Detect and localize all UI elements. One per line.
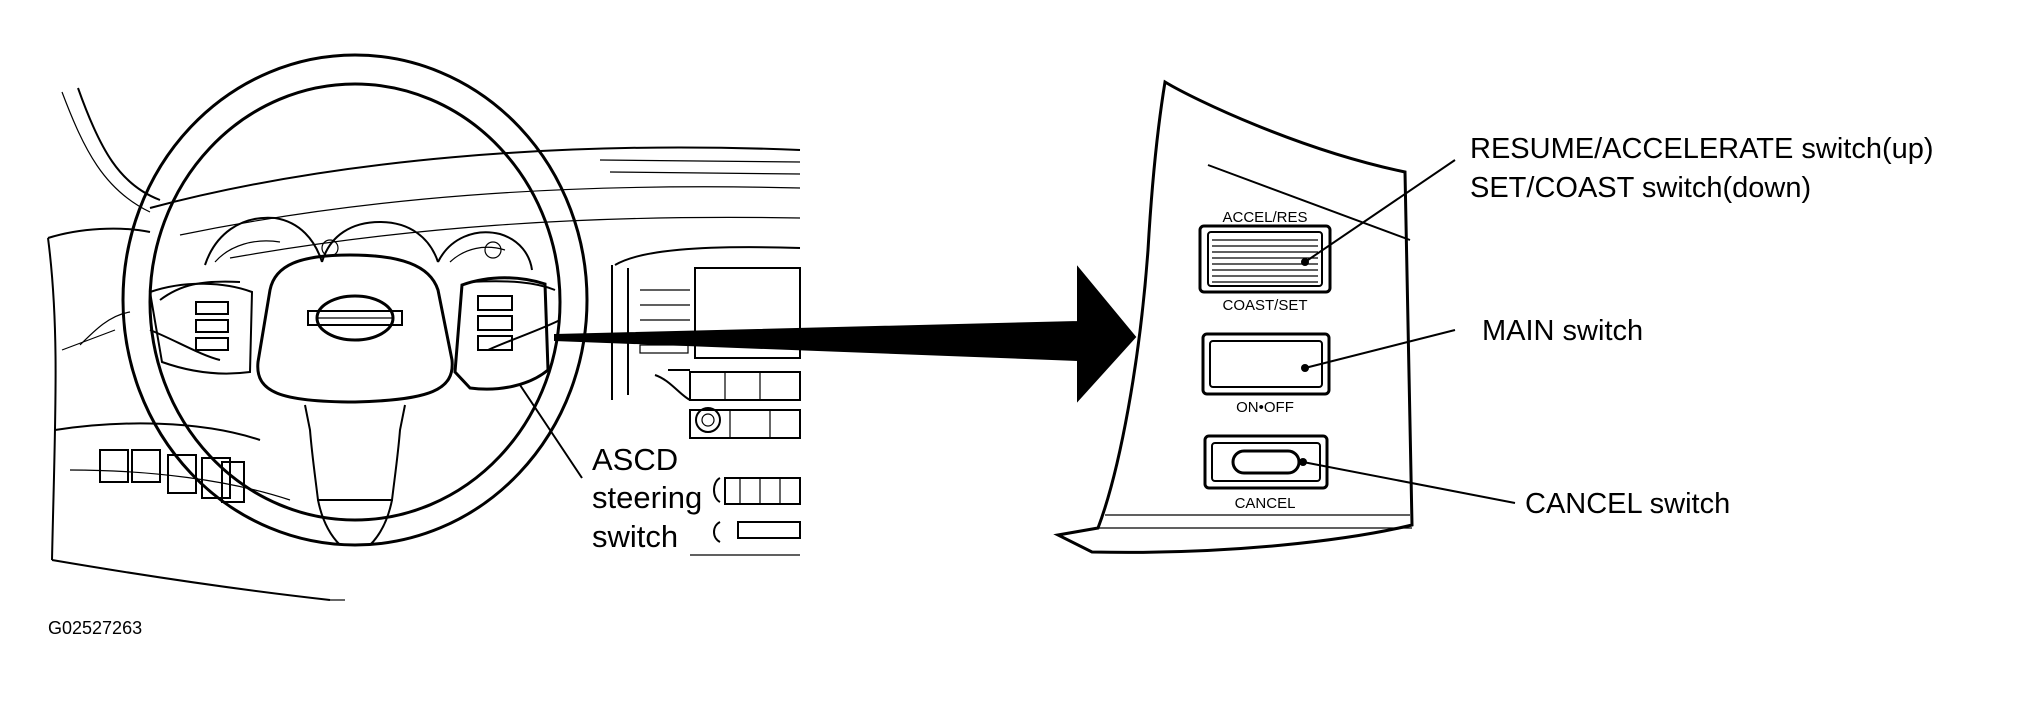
accel-coast-switch xyxy=(1198,224,1332,294)
dashboard-illustration xyxy=(47,53,801,601)
dash-top-line xyxy=(149,146,801,209)
gauge-cluster xyxy=(204,216,323,266)
switch-panel-outline xyxy=(1053,79,1414,554)
airbag-hub xyxy=(256,253,454,404)
set-coast-callout: SET/COAST switch(down) xyxy=(1470,172,1811,204)
dash-left-edge xyxy=(47,237,57,561)
main-switch-callout: MAIN switch xyxy=(1482,315,1643,347)
accel-res-label: ACCEL/RES xyxy=(1222,209,1307,226)
coast-set-label: COAST/SET xyxy=(1222,297,1307,314)
ascd-steering-switch-label: ASCD steering switch xyxy=(592,442,702,554)
ascd-label-line-1: ASCD xyxy=(592,442,678,477)
switch-panel: ACCEL/RES COAST/SET ON•OFF CANCEL xyxy=(1053,79,1516,554)
cancel-switch-callout: CANCEL switch xyxy=(1525,488,1730,520)
accel-leader-line xyxy=(1304,159,1456,263)
main-leader-line xyxy=(1304,329,1456,369)
cancel-leader-line xyxy=(1302,461,1516,504)
center-display xyxy=(694,267,801,359)
ascd-switch-pod xyxy=(453,276,550,391)
ascd-label-line-3: switch xyxy=(592,519,678,554)
ascd-leader-line xyxy=(519,384,583,479)
cancel-switch xyxy=(1203,434,1329,490)
on-off-label: ON•OFF xyxy=(1236,399,1294,416)
cancel-label: CANCEL xyxy=(1235,495,1296,512)
main-switch xyxy=(1201,332,1331,396)
figure-id: G02527263 xyxy=(48,618,142,638)
steering-wheel-rim xyxy=(121,53,589,547)
ascd-label-line-2: steering xyxy=(592,480,702,515)
zoom-arrow xyxy=(554,265,1137,403)
resume-accelerate-callout: RESUME/ACCELERATE switch(up) xyxy=(1470,133,1934,165)
a-pillar-line xyxy=(77,87,161,201)
